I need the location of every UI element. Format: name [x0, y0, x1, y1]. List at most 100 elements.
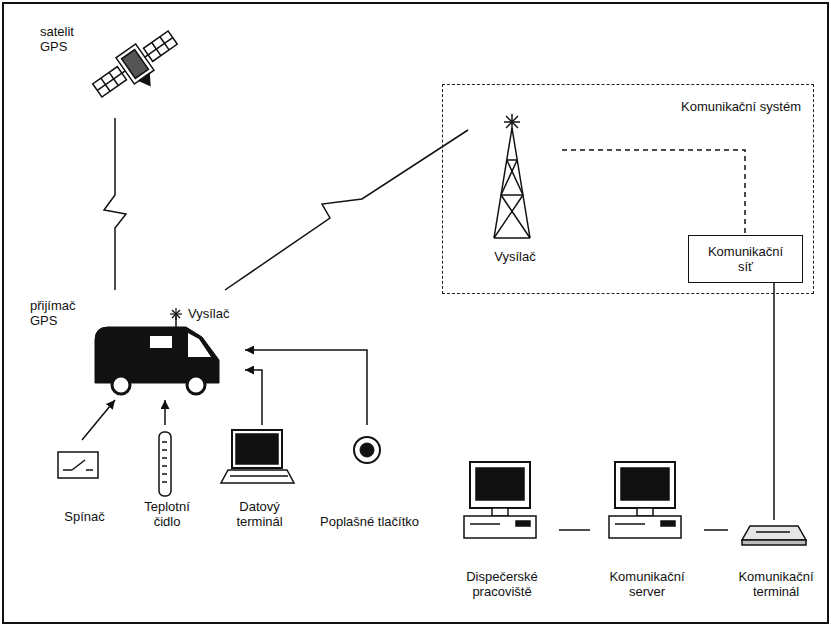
- tower-icon-part: [494, 237, 530, 239]
- satellite-icon-part: [122, 50, 149, 79]
- node-label: Vysílač: [188, 306, 229, 321]
- satellite-icon-part: [122, 71, 125, 73]
- tower-icon-part: [501, 160, 517, 195]
- node-label: Datový terminál: [215, 499, 304, 529]
- thermometer-icon-part: [162, 449, 167, 451]
- satellite-node: satelit GPS: [40, 18, 190, 118]
- satellite-icon: [88, 25, 187, 112]
- computer-icon-part: [492, 508, 508, 516]
- cable-line: [773, 283, 775, 520]
- tower-icon-part: [506, 116, 518, 128]
- tower-icon-part: [506, 116, 518, 128]
- computer-icon-part: [464, 516, 536, 538]
- switch-icon-part: [58, 452, 98, 478]
- frame: [3, 3, 828, 623]
- terminal-icon-part: [742, 526, 806, 540]
- node-label: Spínač: [45, 509, 124, 524]
- server-icon: [609, 462, 681, 538]
- alarm-button-icon: [354, 437, 380, 463]
- signal-arrow: [245, 370, 262, 425]
- network-cable: [704, 529, 728, 531]
- device-node: Poplašné tlačítko: [320, 425, 419, 529]
- signal-arrow: [164, 400, 166, 425]
- tower-icon-part: [507, 159, 517, 161]
- vehicle-icon-part: [188, 333, 211, 357]
- satellite-icon-part: [144, 31, 178, 61]
- vehicle-icon-part: [172, 310, 180, 318]
- tower-icon-part: [494, 128, 512, 238]
- alarm-button-icon-part: [354, 437, 380, 463]
- switch-icon-part: [63, 469, 72, 471]
- terminal-icon-part: [742, 540, 806, 545]
- node-label: Komunikační terminál: [728, 569, 824, 599]
- laptop-icon: [221, 430, 294, 483]
- server-icon-part: [637, 508, 653, 516]
- computer-icon: [464, 462, 536, 538]
- server-icon-part: [661, 521, 675, 526]
- computer-node: Dispečerské pracoviště: [445, 455, 559, 599]
- tower-icon-part: [512, 128, 530, 238]
- signal-arrow: [245, 350, 367, 425]
- server-icon-part: [615, 523, 645, 525]
- thermometer-icon-part: [162, 457, 167, 459]
- signal-arrow: [82, 400, 115, 440]
- alarm-button-icon-part: [360, 443, 374, 457]
- terminal-icon: [742, 526, 806, 545]
- vehicle-node: přijímač GPS Vysílač: [30, 290, 245, 400]
- dashed-link: [562, 150, 745, 235]
- node-label: Teplotní čidlo: [135, 499, 199, 529]
- thermometer-icon: [159, 432, 171, 496]
- network-box: Komunikační síť: [688, 235, 803, 283]
- thermometer-icon-part: [162, 473, 167, 475]
- device-node: Spínač: [45, 440, 124, 524]
- server-icon-part: [621, 468, 669, 500]
- device-node: Datový terminál: [215, 425, 304, 529]
- server-icon-part: [615, 462, 675, 508]
- computer-icon-part: [516, 521, 530, 526]
- computer-node: Komunikační terminál: [728, 520, 824, 599]
- vehicle-icon-part: [172, 310, 180, 318]
- node-label: satelit GPS: [40, 24, 96, 54]
- vehicle-icon-part: [187, 376, 205, 394]
- tower-icon-part: [494, 195, 523, 238]
- satellite-icon-part: [148, 38, 173, 55]
- node-label: Komunikační síť: [703, 244, 789, 274]
- computer-icon-part: [476, 468, 524, 500]
- laptop-icon-part: [221, 470, 294, 483]
- computer-icon-part: [470, 462, 530, 508]
- tower-node: Vysílač: [468, 110, 562, 264]
- node-label: Komunikační server: [590, 569, 704, 599]
- laptop-icon-part: [232, 430, 282, 468]
- server-icon-part: [609, 516, 681, 538]
- switch-icon-part: [86, 469, 93, 471]
- switch-icon: [58, 452, 98, 478]
- tower-icon: [494, 114, 530, 238]
- node-label: Poplašné tlačítko: [320, 514, 419, 529]
- terminal-icon-part: [756, 531, 790, 533]
- computer-icon-part: [470, 523, 500, 525]
- satellite-icon-part: [97, 73, 122, 90]
- laptop-icon-part: [230, 475, 288, 477]
- switch-icon-part: [72, 460, 85, 470]
- tower-icon-part: [501, 194, 523, 196]
- network-cable: [559, 529, 590, 531]
- satellite-icon-part: [93, 67, 127, 97]
- radio-link: [225, 130, 468, 290]
- node-label: Dispečerské pracoviště: [445, 569, 559, 599]
- thermometer-icon-part: [162, 481, 167, 483]
- vehicle-icon-part: [112, 376, 130, 394]
- node-label: Vysílač: [468, 249, 562, 264]
- radio-link: [104, 118, 126, 290]
- tower-icon-part: [501, 195, 530, 238]
- satellite-icon-part: [139, 74, 155, 89]
- thermometer-icon-part: [162, 441, 167, 443]
- device-node: Teplotní čidlo: [135, 425, 199, 529]
- node-label: přijímač GPS: [30, 298, 90, 328]
- laptop-icon-part: [236, 434, 278, 464]
- node-label: Komunikační systém: [681, 99, 801, 114]
- computer-node: Komunikační server: [590, 455, 704, 599]
- thermometer-icon-part: [162, 465, 167, 467]
